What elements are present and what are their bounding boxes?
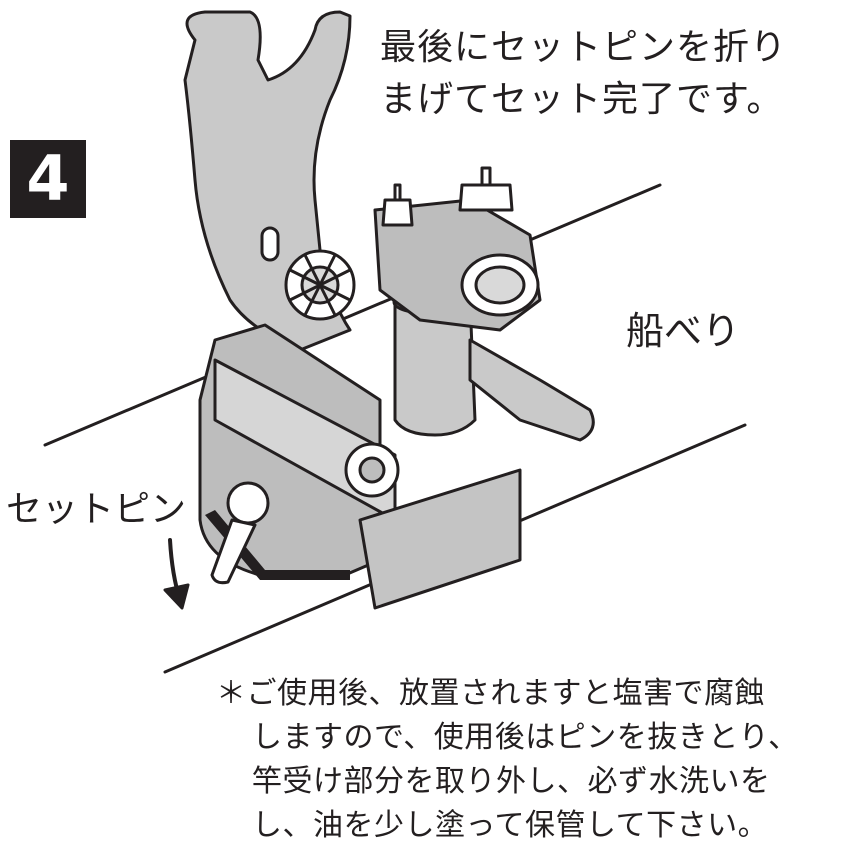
thumb-screw-left (381, 183, 414, 227)
gunwale-line-upper (43, 183, 662, 447)
clamp-plate (358, 468, 522, 610)
lock-lever (468, 338, 595, 442)
thumb-screw-right (458, 166, 514, 212)
care-note-line-1: ＊ご使用後、放置されますと塩害で腐蝕 (216, 676, 765, 711)
headline-line-1: 最後にセットピンを折り (380, 27, 788, 68)
care-note-line-2: しますので、使用後はピンを抜きとり、 (252, 720, 799, 755)
set-pin (210, 518, 257, 585)
headline-line-2: まげてセット完了です。 (380, 79, 784, 120)
care-note-line-4: し、油を少し塗って保管して下さい。 (252, 808, 769, 843)
rod-rest-slot (260, 226, 280, 262)
set-pin-label: セットピン (6, 489, 187, 530)
holder-tube (393, 298, 477, 437)
care-note: ＊ご使用後、放置されますと塩害で腐蝕 しますので、使用後はピンを抜きとり、 竿受… (216, 672, 799, 848)
gunwale-label: 船べり (626, 309, 741, 353)
care-note-line-3: 竿受け部分を取り外し、必ず水洗いを (252, 764, 771, 799)
headline: 最後にセットピンを折り まげてセット完了です。 (380, 22, 787, 126)
step-number-badge: 4 (10, 140, 86, 218)
set-pin-head (226, 481, 270, 525)
